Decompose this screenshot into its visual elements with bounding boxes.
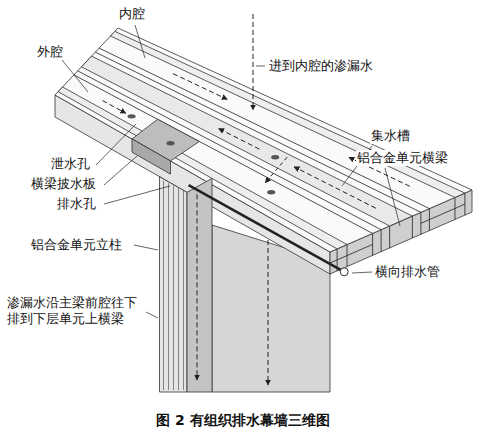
beam-rib	[95, 52, 421, 212]
mullion-profile-line	[163, 181, 164, 390]
drain-hole	[167, 141, 175, 145]
cavity-flow-arrow	[173, 74, 227, 100]
callout-label: 内腔	[118, 6, 146, 22]
callout-label: 泄水孔	[50, 156, 91, 172]
mullion-profile-line	[178, 188, 179, 390]
mullion-profile-line	[183, 191, 184, 390]
leak-flow-arrow	[268, 240, 269, 385]
flashing-plate-lip	[132, 139, 171, 174]
mullion-profile-line	[173, 186, 174, 390]
leader-line	[104, 186, 170, 204]
callout-label: 外腔	[36, 44, 64, 60]
mullion-drain-arrow	[197, 194, 198, 380]
leak-in-arrow	[253, 14, 254, 110]
beam-profile-wall	[389, 226, 390, 248]
leader-line	[96, 124, 136, 165]
mullion-profile-line	[168, 183, 169, 390]
leader-line	[134, 245, 158, 250]
leader-line	[146, 312, 158, 318]
callout-label: 铝合金单元横梁	[356, 150, 449, 166]
beam-top	[55, 28, 472, 252]
mullion-front	[160, 177, 188, 392]
leader-line	[135, 25, 145, 58]
beam-rib	[74, 75, 373, 234]
leader-line	[62, 60, 88, 92]
beam-profile-wall	[412, 216, 413, 238]
inner-lip	[110, 31, 464, 197]
beam-rib	[78, 71, 381, 230]
callout-label: 进到内腔的渗漏水	[268, 58, 374, 74]
drain-hole	[271, 155, 279, 159]
beam-profile-wall	[381, 230, 382, 252]
leader-line	[385, 168, 400, 226]
trough-flow-arrow	[294, 167, 376, 208]
drain-hole	[128, 114, 136, 118]
drain-pipe	[189, 185, 345, 272]
callout-label: 集水槽	[370, 128, 411, 144]
cross-flow-arrow	[265, 157, 287, 183]
leader-line	[104, 156, 137, 185]
callout-label: 横梁披水板	[30, 176, 97, 192]
drain-hole	[267, 190, 275, 194]
leader-line	[352, 272, 372, 273]
drain-pipe-end	[340, 268, 348, 276]
trough-flow-arrow	[219, 128, 260, 149]
outer-flow-arrow	[102, 101, 125, 114]
leader-line	[256, 66, 265, 67]
mullion-side	[187, 178, 212, 392]
callout-label: 渗漏水沿主梁前腔往下 排到下层单元上横梁	[6, 295, 146, 327]
callout-label: 铝合金单元立柱	[30, 237, 123, 253]
figure-caption: 图 2 有组织排水幕墙三维图	[0, 412, 486, 430]
collection-trough	[81, 56, 412, 226]
callout-label: 横向排水管	[374, 264, 441, 280]
beam-rib	[99, 48, 429, 209]
callout-label: 排水孔	[56, 196, 97, 212]
